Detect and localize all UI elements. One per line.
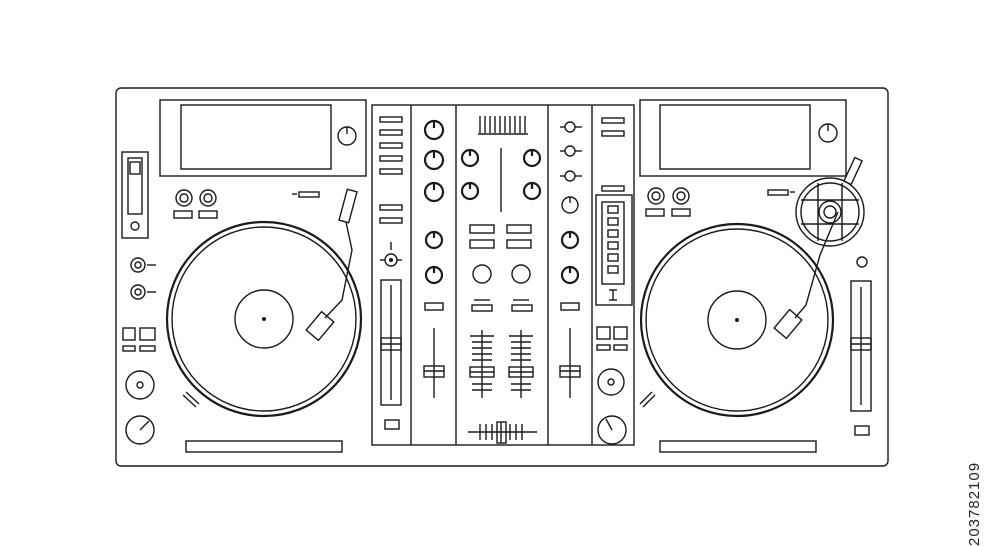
deck-b bbox=[596, 99, 872, 453]
channel-2-switches[interactable] bbox=[560, 121, 582, 182]
deck-b-record-label bbox=[707, 290, 767, 350]
deck-b-loop-knob[interactable] bbox=[597, 368, 625, 396]
deck-b-mode-button-1[interactable] bbox=[645, 208, 665, 217]
mixer-left-sync-knob[interactable] bbox=[380, 242, 402, 267]
channel-b-volume-fader[interactable] bbox=[508, 330, 534, 398]
deck-b-pitch-fader[interactable] bbox=[850, 280, 872, 412]
deck-b-bottom-strip bbox=[659, 440, 817, 453]
deck-b-play-button[interactable] bbox=[672, 187, 690, 205]
deck-b-screen-housing bbox=[639, 99, 847, 177]
deck-a bbox=[121, 99, 367, 453]
deck-a-platter[interactable] bbox=[165, 220, 363, 418]
channel-eq-knobs[interactable] bbox=[460, 148, 542, 201]
deck-a-usb-port[interactable] bbox=[127, 157, 143, 215]
deck-a-cue-button[interactable] bbox=[175, 189, 193, 207]
controller-body bbox=[115, 87, 889, 467]
deck-b-hotcue-2[interactable] bbox=[613, 326, 628, 340]
deck-b-hotcue-1[interactable] bbox=[596, 326, 611, 340]
mixer-cue-buttons[interactable] bbox=[469, 224, 532, 249]
channel-2-fader[interactable] bbox=[559, 328, 581, 398]
mixer-left-pitch-fader[interactable] bbox=[380, 279, 402, 406]
deck-b-mode-button-2[interactable] bbox=[671, 208, 691, 217]
deck-a-tonearm[interactable] bbox=[305, 188, 358, 342]
deck-a-usb-panel bbox=[121, 151, 149, 239]
mixer-filter-knobs[interactable] bbox=[472, 264, 531, 284]
deck-a-record-label bbox=[234, 289, 294, 349]
deck-b-tonearm[interactable] bbox=[773, 156, 864, 340]
deck-a-power-knob[interactable] bbox=[337, 126, 357, 146]
mixer bbox=[371, 104, 635, 446]
deck-a-mode-button-1[interactable] bbox=[173, 210, 193, 219]
stock-id-text: 203782109 bbox=[966, 461, 983, 546]
stock-id-watermark: 203782109 bbox=[966, 296, 983, 546]
channel-2-gain-knobs[interactable] bbox=[560, 196, 580, 285]
mixer-right-buttons[interactable] bbox=[601, 117, 625, 192]
deck-b-cue-button[interactable] bbox=[647, 187, 665, 205]
deck-b-platter[interactable] bbox=[639, 222, 835, 418]
channel-1-fader[interactable] bbox=[423, 328, 445, 398]
vu-meter bbox=[478, 116, 528, 135]
crossfader[interactable] bbox=[468, 421, 537, 444]
deck-a-bottom-strip bbox=[185, 440, 343, 453]
channel-a-volume-fader[interactable] bbox=[469, 330, 495, 398]
deck-b-tonearm-base[interactable] bbox=[795, 177, 865, 247]
deck-a-hotcue-2[interactable] bbox=[139, 327, 156, 341]
mixer-left-buttons[interactable] bbox=[379, 116, 403, 224]
deck-a-screen-housing bbox=[159, 99, 367, 177]
deck-b-display bbox=[659, 104, 811, 170]
deck-a-play-button[interactable] bbox=[199, 189, 217, 207]
deck-a-loop-knob[interactable] bbox=[125, 370, 155, 400]
mixer-right-level-meter bbox=[595, 194, 633, 306]
deck-a-small-knob-1[interactable] bbox=[130, 257, 156, 273]
deck-a-display bbox=[180, 104, 332, 170]
deck-a-hotcue-1[interactable] bbox=[122, 327, 136, 341]
deck-a-small-knob-2[interactable] bbox=[130, 284, 156, 300]
mixer-panel bbox=[371, 104, 635, 446]
deck-b-power-knob[interactable] bbox=[818, 123, 838, 143]
deck-a-browse-knob[interactable] bbox=[125, 415, 155, 445]
deck-a-slot bbox=[298, 191, 320, 198]
deck-b-browse-knob[interactable] bbox=[597, 415, 627, 445]
channel-1-gain-knobs[interactable] bbox=[423, 119, 445, 285]
deck-a-mode-button-2[interactable] bbox=[198, 210, 218, 219]
deck-b-slot bbox=[767, 189, 789, 196]
